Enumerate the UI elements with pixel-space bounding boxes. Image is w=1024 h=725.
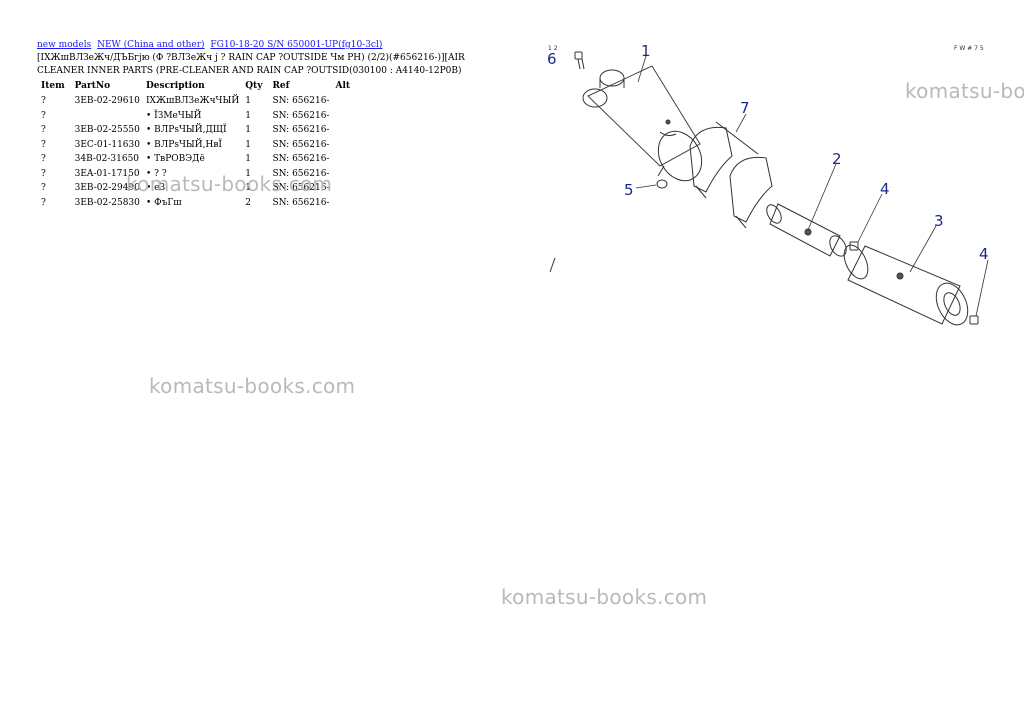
breadcrumb-link-new-china[interactable]: NEW (China and other) [97,40,205,50]
callout-3: 3 [934,212,944,230]
col-header-description: Description [145,80,205,91]
watermark: komatsu-books.com [501,585,708,609]
diagram-mark [549,257,556,273]
callout-4-upper: 4 [880,180,890,198]
cell-item: ? [41,197,46,208]
cell-description: • ВЛРsЧЫЙ,ДЩЇ [145,125,227,136]
nut-part-4-upper [849,241,859,251]
cell-alt [331,138,356,153]
watermark: komatsu-books.com [149,374,356,398]
cell-ref: SN: 656216- [272,168,330,179]
cell-alt [331,196,356,211]
cell-description: • ВЛРsЧЫЙ,НвЇ [145,139,222,150]
table-header-row: Item PartNo Description Qty Ref Alt [37,79,356,94]
cell-item: ? [41,96,46,107]
cell-qty: 1 [245,139,251,150]
cell-partno: 3EB-02-25550 [74,125,140,136]
callout-1: 1 [641,42,651,60]
cell-alt [331,152,356,167]
cell-qty: 2 [245,197,251,208]
breadcrumb-link-new-models[interactable]: new models [37,40,92,50]
outer-element-part-3 [843,244,969,326]
callout-7: 7 [740,99,750,117]
parts-diagram: 1 2 F W # 7 5 [547,42,989,326]
table-row: ? 3EB-02-25830 • ФъГш 2 SN: 656216- [37,196,356,211]
cell-ref: SN: 656216- [272,197,330,208]
cell-alt [331,123,356,138]
col-header-alt: Alt [335,80,351,91]
cell-qty: 1 [245,168,251,179]
callout-5: 5 [624,181,634,199]
table-row: ? 34B-02-31650 • ТвРОВЭДё 1 SN: 656216- [37,152,356,167]
cell-item: ? [41,183,46,194]
corner-code-label: F W # 7 5 [954,45,984,52]
table-row: ? • ЇЗМеЧЫЙ 1 SN: 656216- [37,109,356,124]
cell-alt [331,94,356,109]
small-code-label: 1 2 [548,45,558,52]
cell-ref: SN: 656216- [272,125,330,136]
cell-ref: SN: 656216- [272,110,330,121]
callout-4-lower: 4 [979,245,989,263]
cell-ref: SN: 656216- [272,139,330,150]
table-row: ? 3EA-01-17150 • ? ? 1 SN: 656216- [37,167,356,182]
cell-partno: 3EB-02-29610 [74,96,140,107]
cell-alt [331,109,356,124]
table-row: ? 3EC-01-11630 • ВЛРsЧЫЙ,НвЇ 1 SN: 65621… [37,138,356,153]
cell-description: • еЗ [145,183,166,194]
bolt-part-4-lower [969,315,979,325]
inner-element-part-2 [766,203,847,257]
col-header-qty: Qty [245,80,263,91]
cell-partno: 3EB-02-25830 [74,197,140,208]
cell-alt [331,167,356,182]
cell-qty: 1 [245,96,251,107]
cell-description: ІХЖшВЛЗеЖчЧЫЙ [145,96,240,107]
cell-partno: 3EA-01-17150 [74,168,140,179]
cell-partno [71,109,142,124]
cell-partno: 3EC-01-11630 [74,139,140,150]
cell-partno: 34B-02-31650 [74,154,140,165]
cell-item: ? [41,168,46,179]
cell-item: ? [41,154,46,165]
callout-2: 2 [832,150,842,168]
bolt-part-6 [574,51,585,70]
table-row: ? 3EB-02-25550 • ВЛРsЧЫЙ,ДЩЇ 1 SN: 65621… [37,123,356,138]
table-row: ? 3EB-02-29490 • еЗ 1 SN: 656216- [37,181,356,196]
watermark: komatsu-books.com [126,172,333,196]
bolt-part-5 [656,165,668,189]
cell-description: • ? ? [145,168,167,179]
cell-item: ? [41,110,46,121]
col-header-item: Item [41,80,65,91]
cell-alt [331,181,356,196]
col-header-ref: Ref [272,80,290,91]
cell-qty: 1 [245,154,251,165]
cell-description: • ТвРОВЭДё [145,154,205,165]
bracket-part-7 [689,121,773,229]
parts-table: Item PartNo Description Qty Ref Alt ? 3E… [37,79,356,210]
cell-ref: SN: 656216- [272,183,330,194]
cell-item: ? [41,139,46,150]
cell-description: • ФъГш [145,197,182,208]
section-header: [ІХЖшВЛЗеЖч/ДЪБгјю (Ф ?ВЛЗеЖч ј ? RAIN C… [37,53,465,76]
watermark: komatsu-bo [905,79,1024,103]
air-cleaner-body-part-1 [582,65,703,182]
cell-ref: SN: 656216- [272,154,330,165]
cell-qty: 1 [245,183,251,194]
cell-qty: 1 [245,110,251,121]
cell-ref: SN: 656216- [272,96,330,107]
cell-description: • ЇЗМеЧЫЙ [145,110,202,121]
callout-6: 6 [547,50,557,68]
cell-partno: 3EB-02-29490 [74,183,140,194]
cell-qty: 1 [245,125,251,136]
breadcrumb: new models NEW (China and other) FG10-18… [37,40,385,50]
table-row: ? 3EB-02-29610 ІХЖшВЛЗеЖчЧЫЙ 1 SN: 65621… [37,94,356,109]
cell-item: ? [41,125,46,136]
col-header-partno: PartNo [74,80,111,91]
breadcrumb-link-model[interactable]: FG10-18-20 S/N 650001-UP(fg10-3cl) [210,40,383,50]
